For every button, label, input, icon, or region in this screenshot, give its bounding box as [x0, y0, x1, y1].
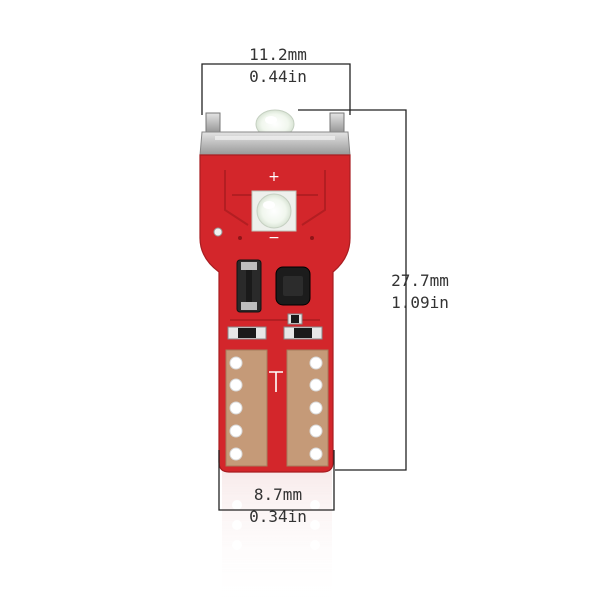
reflection [222, 470, 332, 605]
minus-sign-label: − [268, 230, 280, 246]
height-inch: 1.09in [391, 293, 449, 312]
smd-resistors [227, 313, 323, 340]
driver-ic [275, 266, 311, 306]
dimension-lines [201, 63, 407, 511]
bottom-width-inch: 0.34in [249, 507, 307, 526]
bottom-width-mm: 8.7mm [253, 485, 303, 504]
contact-pads [225, 349, 329, 467]
top-led-lens [255, 109, 295, 139]
top-width-inch: 0.44in [249, 67, 307, 86]
top-width-mm: 11.2mm [249, 45, 307, 64]
bottom-width-dimension: 8.7mm 0.34in [222, 484, 334, 528]
front-led-chip [251, 190, 297, 232]
plus-sign-label: + [268, 169, 280, 185]
height-mm: 27.7mm [391, 271, 449, 290]
smd-diode [236, 259, 262, 313]
top-width-dimension: 11.2mm 0.44in [205, 44, 351, 88]
height-dimension: 27.7mm 1.09in [370, 270, 470, 314]
top-metal-contacts [205, 112, 345, 136]
